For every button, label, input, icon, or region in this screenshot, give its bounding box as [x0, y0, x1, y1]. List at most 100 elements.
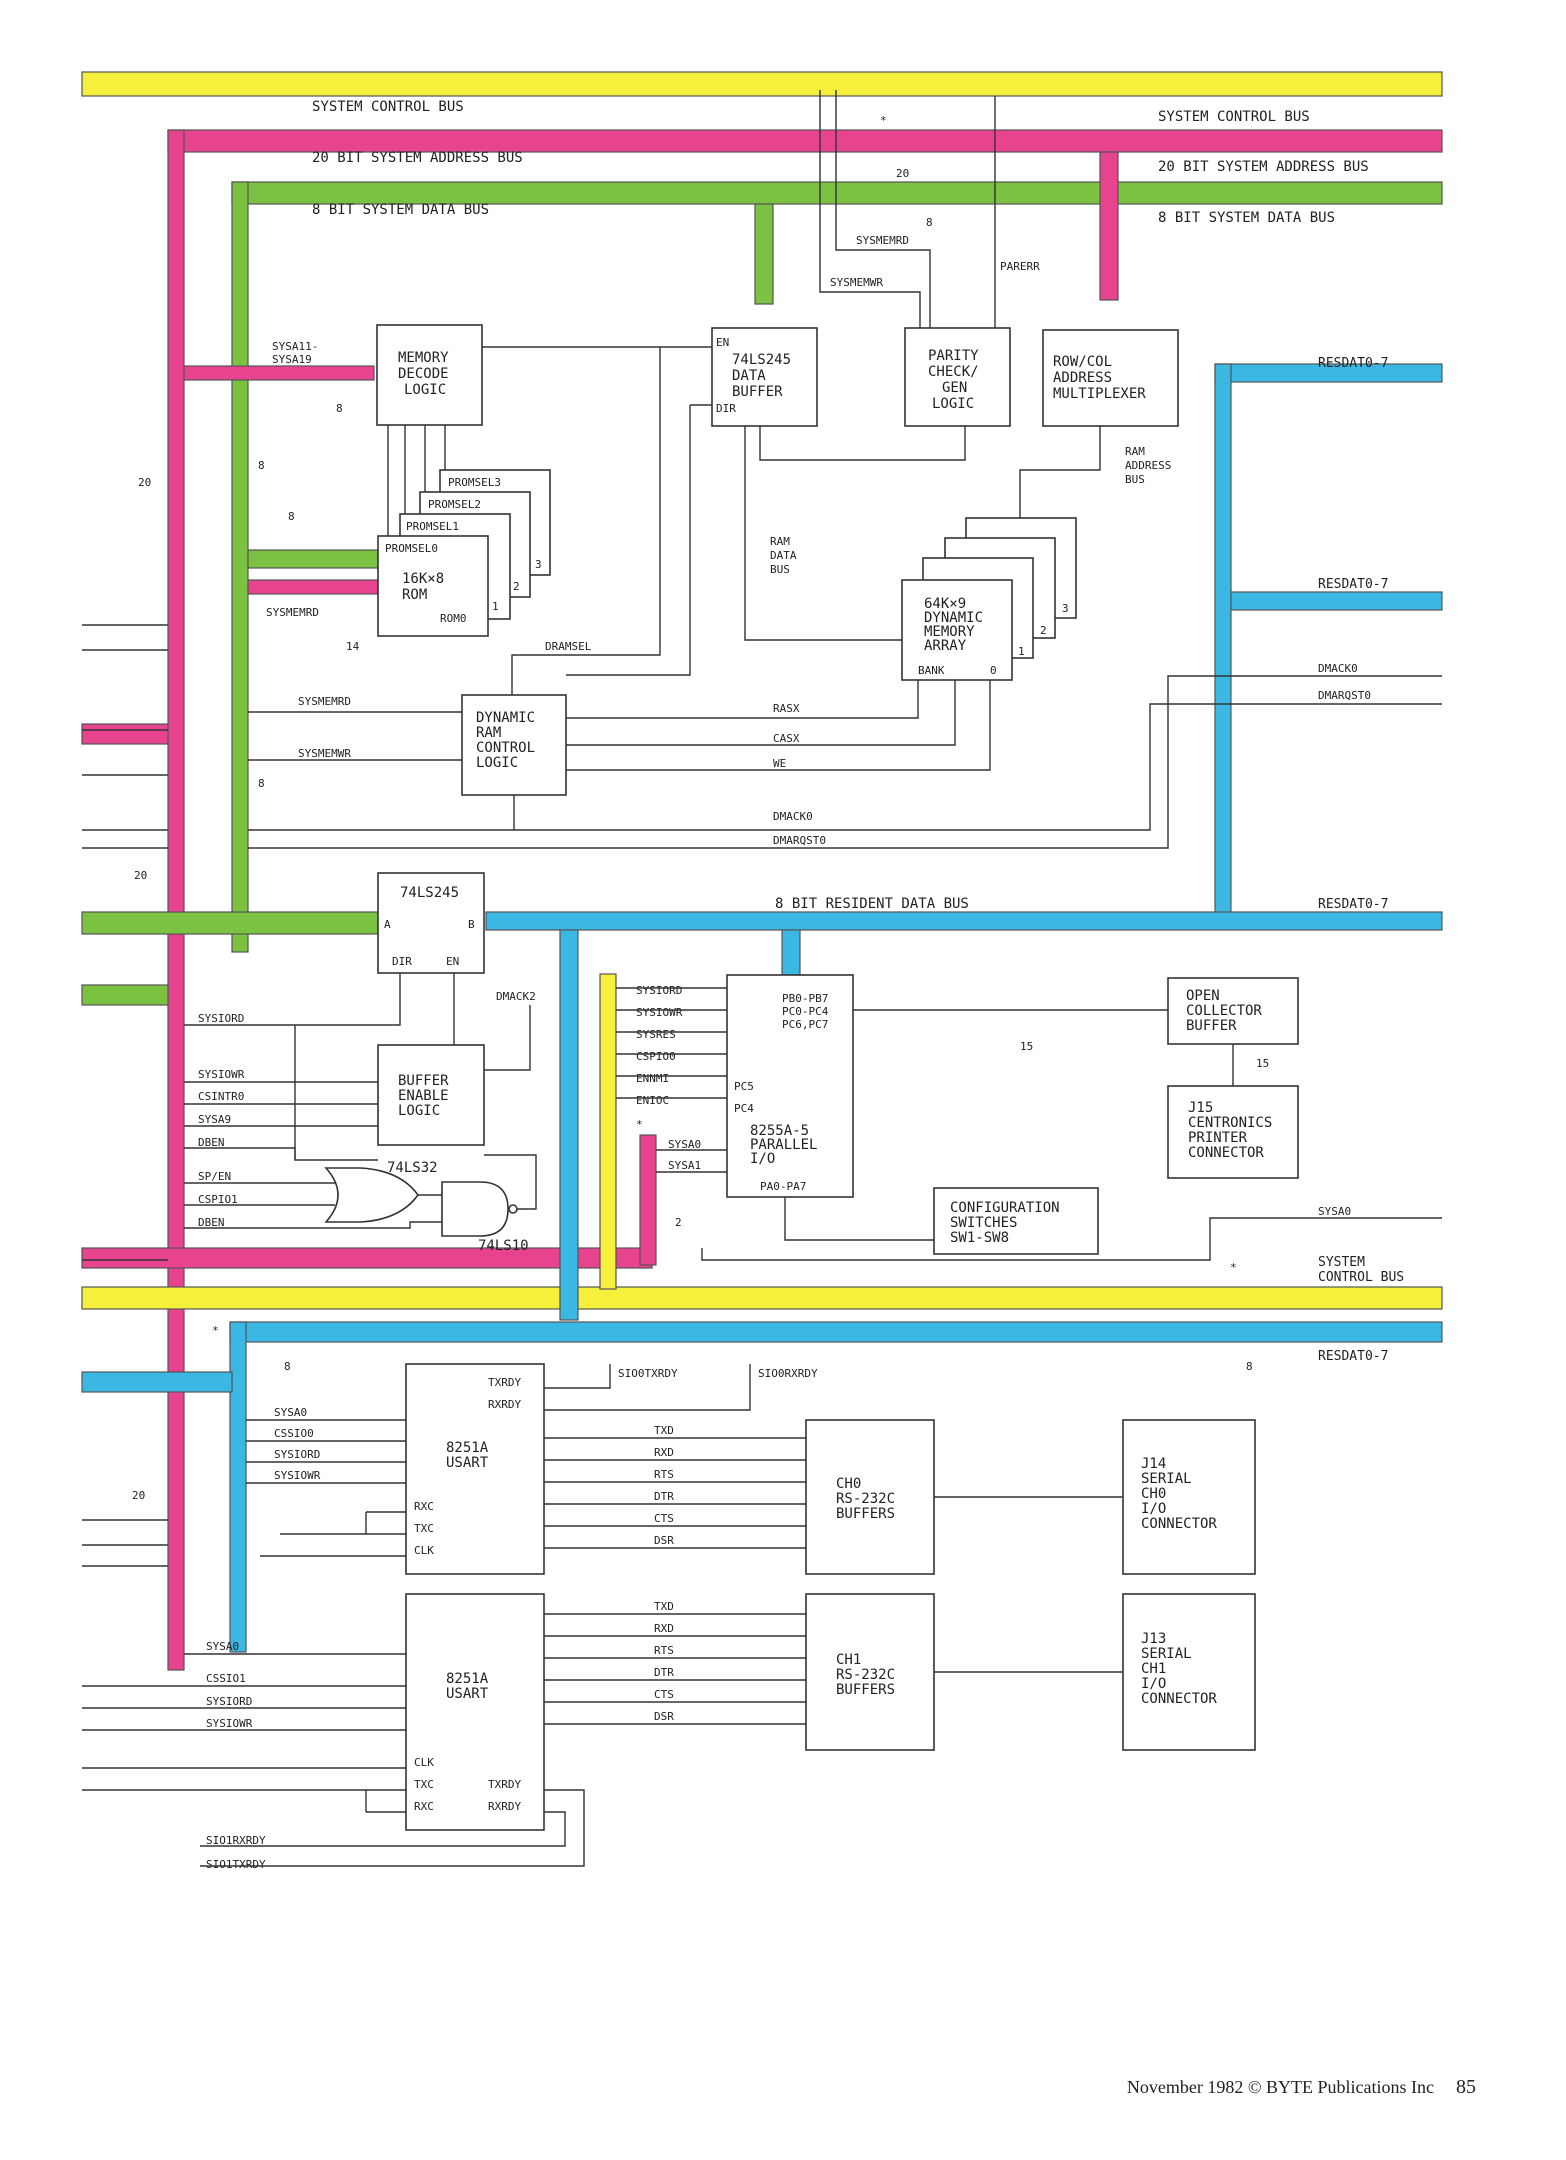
usart0-txrdy: TXRDY — [488, 1376, 521, 1389]
ch0-buffers — [805, 1419, 935, 1575]
cspio1-left: CSPIO1 — [198, 1193, 238, 1206]
j13-l1: J13 — [1141, 1631, 1166, 1647]
j13-l2: SERIAL — [1141, 1646, 1192, 1662]
w8-d: 8 — [288, 510, 295, 523]
data-buffer-dir: DIR — [716, 402, 736, 415]
ppi-pc4: PC4 — [734, 1102, 754, 1115]
address-stub-rom — [247, 579, 379, 595]
page-footer: November 1982 © BYTE Publications Inc 85 — [1127, 2076, 1476, 2099]
j13-l4: I/O — [1141, 1676, 1166, 1692]
rs232-0-dsr: DSR — [654, 1534, 674, 1547]
wire — [566, 680, 991, 771]
system-control-bus-mid — [81, 1286, 1443, 1310]
ppi-sysa1: SYSA1 — [668, 1159, 701, 1172]
nand-gate-ls10 — [441, 1181, 509, 1237]
rs232-1-dtr: DTR — [654, 1666, 674, 1679]
parity-block — [904, 327, 1011, 427]
rowcol-l1: ROW/COL — [1053, 354, 1112, 370]
oc-l3: BUFFER — [1186, 1018, 1237, 1034]
usart0-rxc: RXC — [414, 1500, 434, 1513]
config-l2: SWITCHES — [950, 1215, 1017, 1231]
bufen-l3: LOGIC — [398, 1103, 440, 1119]
rowcol-l3: MULTIPLEXER — [1053, 386, 1146, 402]
ls245-block — [377, 872, 485, 974]
sysa11-label: SYSA11- — [272, 340, 318, 353]
oc-l1: OPEN — [1186, 988, 1220, 1004]
rs232-0-dtr: DTR — [654, 1490, 674, 1503]
usart1-block — [405, 1593, 545, 1831]
wire — [248, 675, 1442, 849]
data-stub-ls245 — [81, 911, 379, 935]
rom-num-1: 1 — [492, 600, 499, 613]
j13-l5: CONNECTOR — [1141, 1691, 1217, 1707]
dmack0-right: DMACK0 — [1318, 662, 1358, 675]
ls245-label: 74LS245 — [400, 885, 459, 901]
ram-addr-l3: BUS — [1125, 473, 1145, 486]
ppi-sig-1: SYSIOWR — [636, 1006, 683, 1019]
resident-bus-left-trunk — [229, 1321, 247, 1653]
ppi-pc04: PC0-PC4 — [782, 1005, 829, 1018]
config-l3: SW1-SW8 — [950, 1230, 1009, 1246]
data-buffer-l2: DATA — [732, 368, 766, 384]
usart0-in-1: CSSIO0 — [274, 1427, 314, 1440]
star-a: * — [880, 114, 887, 127]
j14-l2: SERIAL — [1141, 1471, 1192, 1487]
ch1-l2: RS-232C — [836, 1667, 895, 1683]
resdat-label-1: RESDAT0-7 — [1318, 356, 1388, 371]
ppi-sig-4: ENNMI — [636, 1072, 669, 1085]
dram-l1: 64K×9 — [924, 596, 966, 612]
bus-label-address-right: 20 BIT SYSTEM ADDRESS BUS — [1158, 159, 1369, 175]
ls32-label: 74LS32 — [387, 1160, 438, 1176]
ch0-l2: RS-232C — [836, 1491, 895, 1507]
ppi-sig-5: ENIOC — [636, 1094, 669, 1107]
star-b: * — [636, 1118, 643, 1131]
csintr0-left: CSINTR0 — [198, 1090, 244, 1103]
sio0rxrdy: SIO0RXRDY — [758, 1367, 818, 1380]
rasx-label: RASX — [773, 702, 800, 715]
ch1-buffers — [805, 1593, 935, 1751]
data-stub-left2 — [81, 984, 169, 1006]
wire — [1019, 426, 1101, 518]
spen-left: SP/EN — [198, 1170, 231, 1183]
oc-l2: COLLECTOR — [1186, 1003, 1262, 1019]
data-stub-rom — [247, 549, 379, 569]
star-d: * — [1230, 1261, 1237, 1274]
footer-credit: November 1982 © BYTE Publications Inc — [1126, 2077, 1434, 2097]
wire — [759, 426, 966, 461]
page-number: 85 — [1456, 2076, 1476, 2098]
ch0-l3: BUFFERS — [836, 1506, 895, 1522]
bus-label-data-right: 8 BIT SYSTEM DATA BUS — [1158, 210, 1335, 226]
usart0-in-3: SYSIOWR — [274, 1469, 321, 1482]
or-gate-ls32 — [324, 1167, 419, 1223]
dmarqst0-right: DMARQST0 — [1318, 689, 1371, 702]
promsel2: PROMSEL2 — [428, 498, 481, 511]
resident-bus-stub-left — [81, 1371, 233, 1393]
j14-l3: CH0 — [1141, 1486, 1166, 1502]
sio0txrdy: SIO0TXRDY — [618, 1367, 678, 1380]
ppi-l1: 8255A-5 — [750, 1123, 809, 1139]
usart1-in-3: SYSIOWR — [206, 1717, 253, 1730]
parity-l4: LOGIC — [932, 396, 974, 412]
bus-label-control-2b: CONTROL BUS — [1318, 1270, 1404, 1285]
ppi-pa: PA0-PA7 — [760, 1180, 806, 1193]
rs232-0-cts: CTS — [654, 1512, 674, 1525]
ram-data-l3: BUS — [770, 563, 790, 576]
bus-label-control-2a: SYSTEM — [1318, 1255, 1365, 1270]
bank-0: 0 — [990, 664, 997, 677]
usart1-clk: CLK — [414, 1756, 434, 1769]
bus-label-control-right: SYSTEM CONTROL BUS — [1158, 109, 1310, 125]
w20-d: 20 — [132, 1489, 145, 1502]
star-c: * — [212, 1324, 219, 1337]
wire — [819, 90, 921, 328]
data-bus-drop-buffer — [754, 203, 774, 305]
bufen-l1: BUFFER — [398, 1073, 449, 1089]
rs232-1-txd: TXD — [654, 1600, 674, 1613]
sio1rxrdy: SIO1RXRDY — [206, 1834, 266, 1847]
casx-label: CASX — [773, 732, 800, 745]
sysiord-left: SYSIORD — [198, 1012, 244, 1025]
data-buffer-en: EN — [716, 336, 729, 349]
wire — [701, 1217, 1442, 1261]
resident-drop-ppi — [781, 929, 801, 976]
address-bus-left-trunk — [167, 129, 185, 1671]
j15-l2: CENTRONICS — [1188, 1115, 1272, 1131]
